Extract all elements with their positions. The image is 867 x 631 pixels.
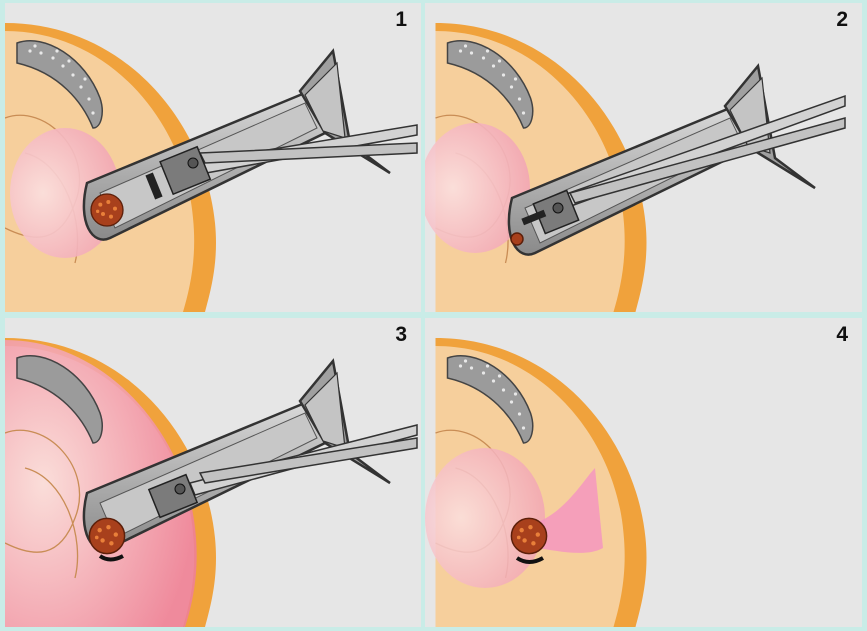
step-4-illustration [425, 318, 862, 627]
step-panel-2: 2 [425, 3, 862, 312]
step-3-illustration [5, 318, 421, 627]
step-2-illustration [425, 3, 862, 312]
polyp [89, 518, 124, 553]
polyp [511, 518, 546, 553]
polyp-small [511, 233, 523, 245]
polyp [91, 194, 123, 226]
step-panel-3: 3 [5, 318, 421, 627]
step-number-4: 4 [836, 324, 848, 345]
step-panel-4: 4 [425, 318, 862, 627]
step-number-3: 3 [395, 324, 407, 345]
step-number-1: 1 [395, 9, 407, 30]
step-panel-1: 1 [5, 3, 421, 312]
step-1-illustration [5, 3, 421, 312]
step-number-2: 2 [836, 9, 848, 30]
